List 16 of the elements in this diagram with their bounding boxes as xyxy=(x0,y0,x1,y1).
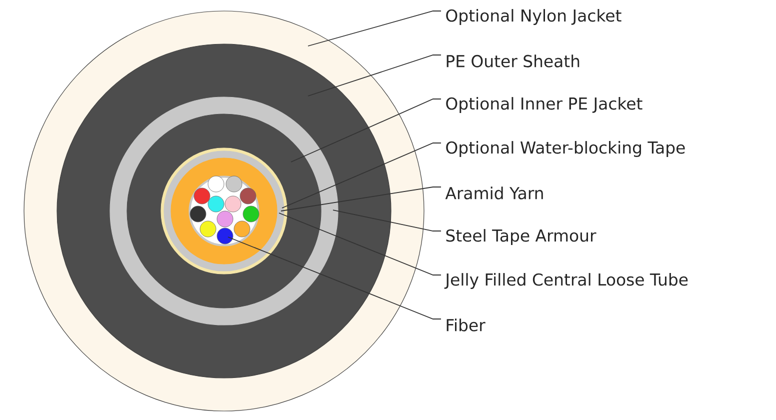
leader-line xyxy=(308,54,442,96)
leader-line xyxy=(280,186,442,212)
layer-label: Aramid Yarn xyxy=(445,186,543,200)
leader-line xyxy=(308,10,442,46)
layer-label: Jelly Filled Central Loose Tube xyxy=(444,273,688,289)
layer-label: Optional Water-blocking Tape xyxy=(446,141,685,157)
layer-label: PE Outer Sheath xyxy=(446,54,580,68)
layer-label: Fiber xyxy=(446,318,486,332)
leader-line xyxy=(332,210,442,232)
leader-line xyxy=(290,98,442,162)
leader-line xyxy=(282,142,442,208)
leader-line xyxy=(228,236,442,320)
layer-label: Optional Nylon Jacket xyxy=(446,9,622,25)
layer-label: Steel Tape Armour xyxy=(446,229,596,245)
leader-line xyxy=(278,212,442,276)
layer-label: Optional Inner PE Jacket xyxy=(446,97,642,113)
